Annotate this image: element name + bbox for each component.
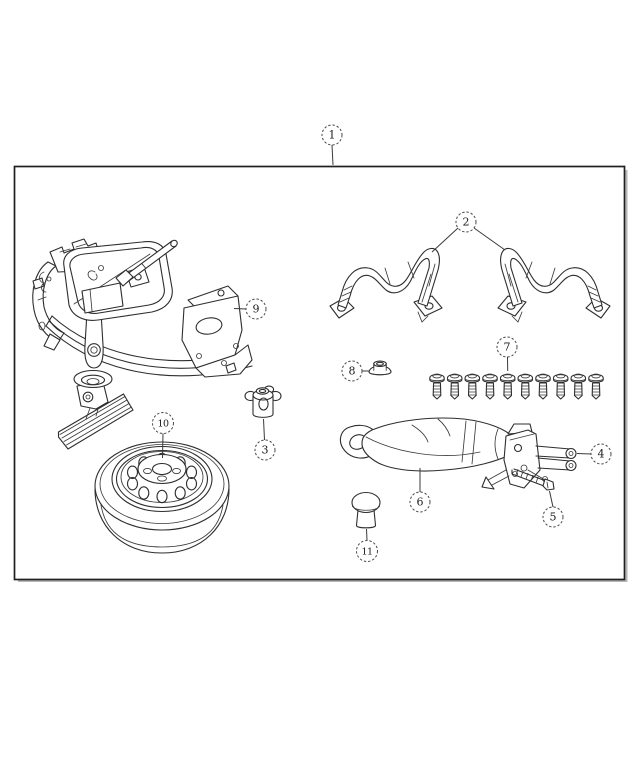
callout-5: 5 <box>542 490 564 528</box>
callout-4-leader <box>576 453 592 455</box>
frame-shadow <box>18 170 628 582</box>
hanger-strap <box>73 311 113 389</box>
callout-9-label: 9 <box>253 303 260 316</box>
callout-3-marker <box>254 439 276 461</box>
t-bar-hook <box>57 393 134 450</box>
callout-2-label: 2 <box>463 216 470 229</box>
callout-10-label: 10 <box>157 418 169 429</box>
callout-11-label: 11 <box>361 546 372 557</box>
callout-6: 6 <box>409 468 431 513</box>
callout-9-leader <box>233 308 247 310</box>
retainer-bracket-left-part-2 <box>329 247 443 323</box>
callout-5-leader <box>549 490 554 508</box>
callout-7-label: 7 <box>504 341 511 354</box>
callout-10-leader <box>162 433 164 459</box>
callout-1-label: 1 <box>329 129 336 142</box>
crank-rod <box>115 239 178 287</box>
callout-9-marker <box>245 298 267 320</box>
callout-5-marker <box>542 506 564 528</box>
spare-tire-part-10 <box>94 441 230 554</box>
callout-6-marker <box>409 491 431 513</box>
bolt-part-5 <box>511 468 555 491</box>
cable-guide <box>32 261 65 351</box>
jack-bracket <box>481 423 541 490</box>
callout-3: 3 <box>254 418 276 461</box>
callout-3-label: 3 <box>262 444 269 457</box>
callout-8-label: 8 <box>349 365 356 378</box>
retainer-bracket-right-part-2 <box>497 247 611 323</box>
callout-1-leader <box>331 144 334 166</box>
callout-11: 11 <box>356 528 378 562</box>
callout-6-label: 6 <box>417 496 424 509</box>
jack-screw-barrels-part-4 <box>527 445 577 482</box>
callout-7-marker <box>496 336 518 358</box>
callout-11-marker <box>356 540 378 562</box>
callout-11-leader <box>366 528 368 541</box>
winch-assembly-part-9 <box>32 238 253 450</box>
flange-nut-part-8 <box>368 360 392 376</box>
mounting-bracket-plate <box>181 285 253 378</box>
callout-8: 8 <box>341 360 369 382</box>
callouts: 1 2 3 4 5 6 7 <box>152 124 612 562</box>
push-pin-part-11 <box>351 491 381 529</box>
callout-1: 1 <box>321 124 343 166</box>
callout-4-label: 4 <box>598 448 605 461</box>
callout-10-marker <box>152 412 174 434</box>
callout-9: 9 <box>233 298 267 320</box>
callout-8-marker <box>341 360 363 382</box>
callout-5-label: 5 <box>550 511 557 524</box>
wheel-retainer-part-3 <box>244 385 282 418</box>
callout-4-marker <box>590 443 612 465</box>
callout-7: 7 <box>496 336 518 372</box>
callout-3-leader <box>263 418 265 441</box>
callout-2: 2 <box>431 211 506 253</box>
callout-4: 4 <box>576 443 612 465</box>
callout-2-leader <box>431 227 506 253</box>
callout-1-marker <box>321 124 343 146</box>
callout-2-marker <box>455 211 477 233</box>
callout-10: 10 <box>152 412 174 459</box>
jack-assembly-part-6 <box>339 417 577 491</box>
